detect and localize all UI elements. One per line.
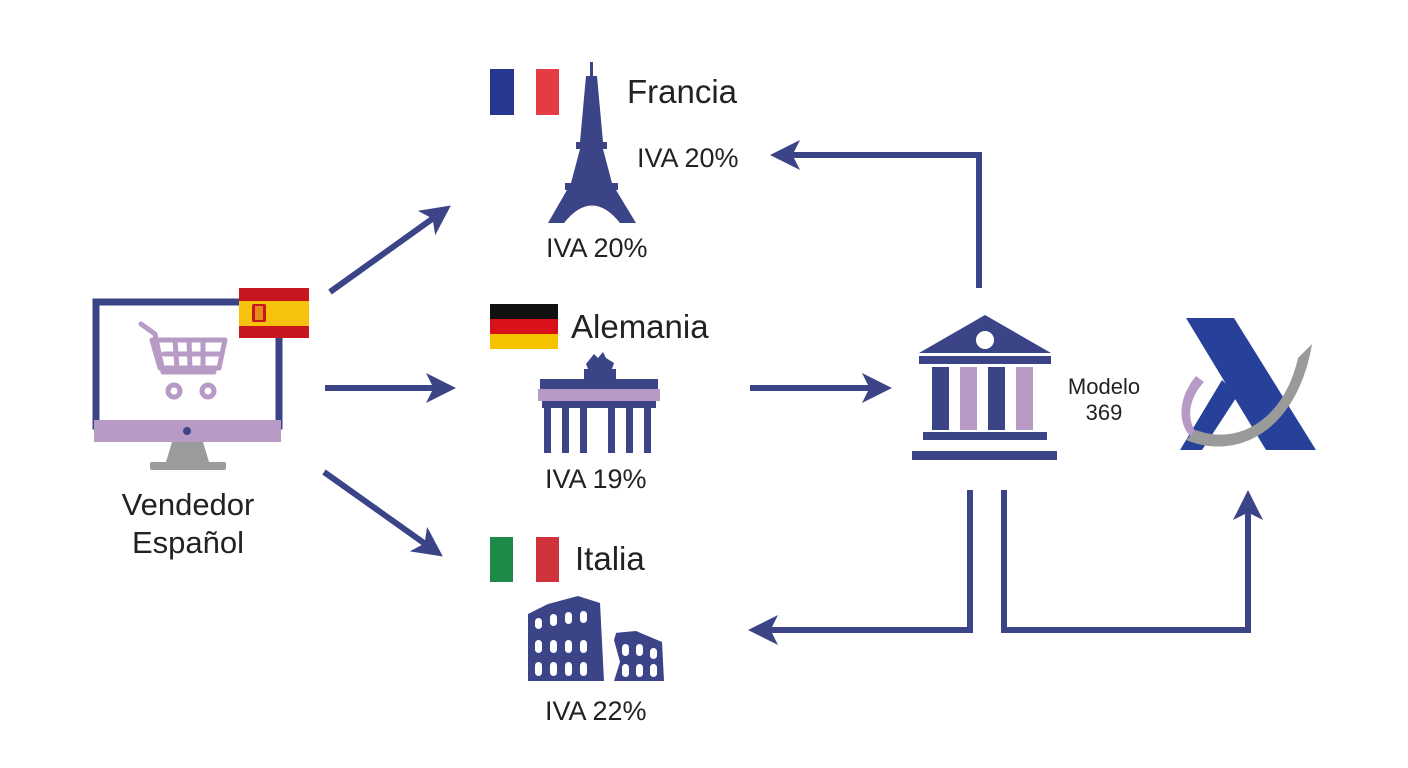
vat-rate-germany: IVA 19% <box>545 464 647 494</box>
arrow-tax-office-to-france <box>770 140 982 288</box>
country-name-italy: Italia <box>575 540 645 577</box>
seller-label-line1: Vendedor <box>121 487 255 522</box>
arrow-to-italy <box>322 469 443 557</box>
spain-flag-icon <box>239 288 309 338</box>
arrow-tax-office-to-agency <box>1001 490 1263 633</box>
france-flag-icon <box>490 69 559 115</box>
country-name-germany: Alemania <box>571 308 709 345</box>
seller-label: Vendedor Español <box>78 486 298 562</box>
modelo-label: Modelo 369 <box>1049 374 1159 426</box>
vat-return-label-france: IVA 20% <box>637 143 739 173</box>
colosseum-icon <box>528 596 664 681</box>
arrow-tax-office-to-italy <box>748 490 973 645</box>
germany-flag-icon <box>490 304 558 349</box>
italy-flag-icon <box>490 537 559 582</box>
modelo-label-line2: 369 <box>1085 400 1123 425</box>
seller-label-line2: Español <box>131 525 245 560</box>
arrow-to-france <box>328 205 451 295</box>
modelo-label-line1: Modelo <box>1067 374 1141 399</box>
eiffel-tower-icon <box>548 62 636 223</box>
tax-agency-logo-icon <box>1180 318 1316 450</box>
vat-rate-france: IVA 20% <box>546 233 648 263</box>
vat-rate-italy: IVA 22% <box>545 696 647 726</box>
tax-office-building-icon <box>912 315 1057 460</box>
brandenburg-gate-icon <box>538 352 660 453</box>
country-name-france: Francia <box>627 73 738 110</box>
